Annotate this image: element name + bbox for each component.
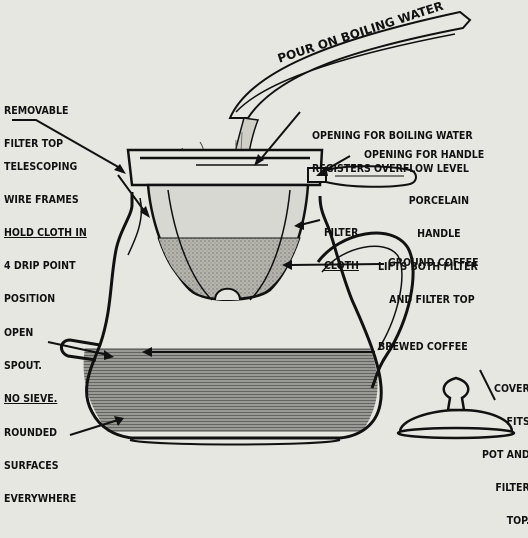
brewed-coffee-liquid	[84, 348, 378, 432]
coffee-pot-diagram: POUR ON BOILING WATER REMOVABLE FILTER T…	[0, 0, 528, 450]
label-line: HOLD CLOTH IN	[4, 228, 87, 239]
label-line: NO SIEVE.	[4, 394, 57, 405]
brewed-coffee-label: BREWED COFFEE	[378, 342, 468, 353]
telescoping-label: TELESCOPING WIRE FRAMES HOLD CLOTH IN 4 …	[4, 140, 87, 316]
label-line: AND FILTER TOP	[386, 295, 478, 306]
label-line: FILTER	[324, 228, 359, 239]
label-line: REMOVABLE	[4, 106, 68, 117]
filter-top	[128, 150, 322, 185]
label-line: OPENING FOR BOILING WATER	[312, 131, 473, 142]
rounded-surfaces-label: ROUNDED SURFACES EVERYWHERE	[4, 406, 76, 516]
label-line: TOP.	[482, 516, 528, 527]
label-line: POT AND	[482, 450, 528, 461]
label-line: 4 DRIP POINT	[4, 261, 87, 272]
porcelain-handle-label: PORCELAIN HANDLE LIFTS BOTH FILTER AND F…	[400, 174, 478, 317]
label-line: OPEN	[4, 328, 57, 339]
label-line: CLOTH	[324, 261, 359, 272]
label-line: TELESCOPING	[4, 162, 87, 173]
label-line: SURFACES	[4, 461, 76, 472]
label-line: PORCELAIN	[400, 196, 478, 207]
open-spout-label: OPEN SPOUT. NO SIEVE.	[4, 306, 57, 416]
label-line: ROUNDED	[4, 428, 76, 439]
label-line: POSITION	[4, 294, 87, 305]
filter-basket	[148, 185, 308, 300]
cover-label: COVER FITS POT AND FILTER TOP.	[482, 362, 528, 538]
opening-handle-label: OPENING FOR HANDLE	[364, 150, 484, 161]
label-line: FILTER	[482, 483, 528, 494]
label-line: HANDLE	[400, 229, 478, 240]
ground-coffee-label: GROUND COFFEE	[388, 258, 479, 269]
filter-cloth-label: FILTER CLOTH	[324, 206, 359, 283]
label-line: SPOUT.	[4, 361, 57, 372]
label-line: EVERYWHERE	[4, 494, 76, 505]
label-line: COVER	[482, 384, 528, 395]
label-line: FITS	[482, 417, 528, 428]
label-line: WIRE FRAMES	[4, 195, 87, 206]
